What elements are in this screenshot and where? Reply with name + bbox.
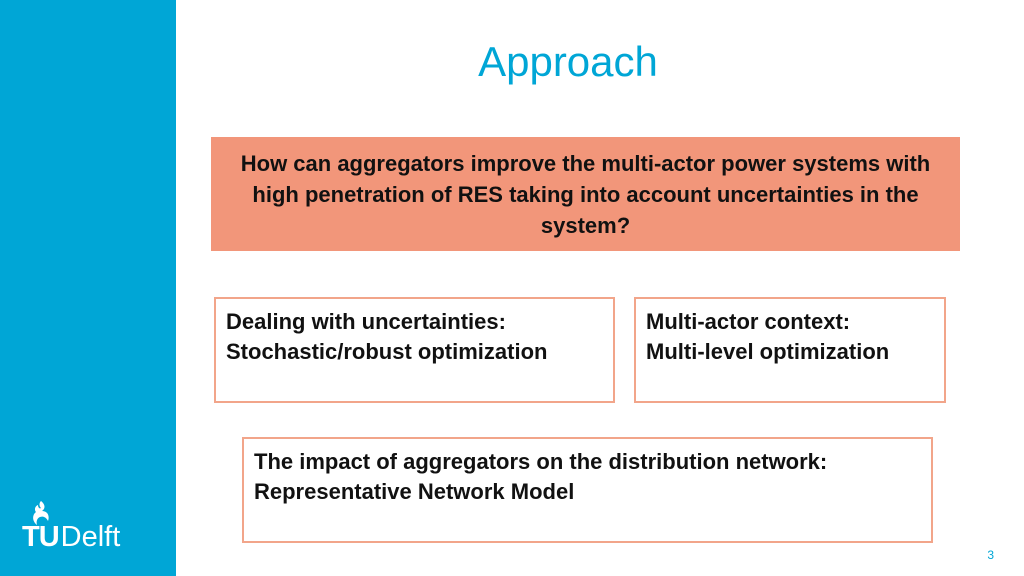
research-question-box: How can aggregators improve the multi-ac… bbox=[211, 137, 960, 251]
network-impact-text: Representative Network Model bbox=[254, 479, 575, 504]
uncertainties-heading: Dealing with uncertainties: bbox=[226, 309, 506, 334]
page-number: 3 bbox=[987, 548, 994, 562]
uncertainties-text: Stochastic/robust optimization bbox=[226, 339, 548, 364]
research-question-text: How can aggregators improve the multi-ac… bbox=[240, 150, 931, 238]
network-impact-heading: The impact of aggregators on the distrib… bbox=[254, 449, 828, 474]
logo-wordmark: TUDelft bbox=[22, 520, 120, 554]
uncertainties-box: Dealing with uncertainties: Stochastic/r… bbox=[214, 297, 615, 403]
logo-delft: Delft bbox=[60, 521, 121, 553]
sidebar-band: TUDelft bbox=[0, 0, 176, 576]
network-impact-box: The impact of aggregators on the distrib… bbox=[242, 437, 933, 543]
logo-tu: TU bbox=[22, 521, 60, 553]
flame-icon bbox=[33, 501, 49, 525]
tu-delft-logo: TUDelft bbox=[22, 500, 152, 556]
multi-actor-text: Multi-level optimization bbox=[646, 339, 890, 364]
multi-actor-box: Multi-actor context: Multi-level optimiz… bbox=[634, 297, 946, 403]
slide-title: Approach bbox=[478, 38, 658, 85]
multi-actor-heading: Multi-actor context: bbox=[646, 309, 851, 334]
